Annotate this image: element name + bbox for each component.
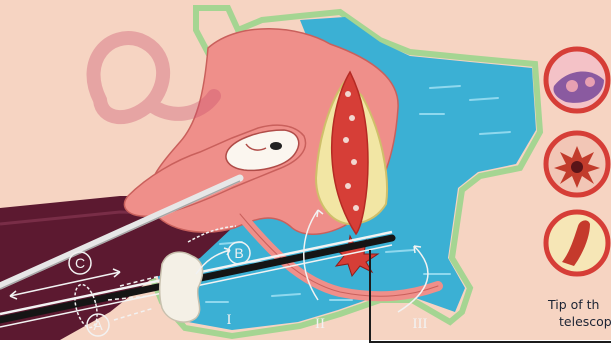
label-i: I	[227, 312, 232, 328]
caption-line-1: Tip of th	[548, 297, 599, 312]
caption-line-2: telescop	[559, 314, 611, 329]
inset-view-1	[546, 49, 608, 111]
inset-view-3	[546, 212, 608, 274]
label-ii: II	[315, 316, 325, 332]
label-iii: III	[413, 316, 428, 332]
label-b: B	[234, 245, 243, 261]
label-c: C	[75, 255, 85, 271]
ostium	[160, 252, 203, 322]
inset-view-2	[546, 133, 608, 195]
label-a: A	[93, 317, 103, 333]
